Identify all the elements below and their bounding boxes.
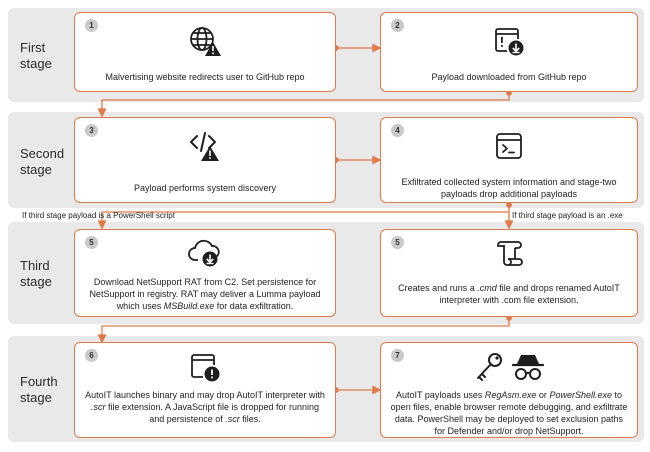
- step-number-badge: 7: [391, 349, 404, 362]
- terminal-window-icon: [495, 132, 523, 160]
- step-card-5-powershell: 5 Download NetSupport RAT from C2. Set p…: [74, 229, 336, 317]
- step-description: Exfiltrated collected system information…: [401, 177, 617, 199]
- branch-label-powershell: If third stage payload is a PowerShell s…: [22, 211, 175, 220]
- step-number-badge: 1: [85, 19, 98, 32]
- description-text: to open files, enable browser remote deb…: [390, 390, 628, 436]
- description-filename: PowerShell.exe: [549, 390, 612, 400]
- step-description: AutoIT launches binary and may drop Auto…: [83, 389, 327, 425]
- description-text: files.: [239, 414, 261, 424]
- globe-warning-icon: [188, 25, 222, 57]
- step-number-badge: 6: [85, 349, 98, 362]
- stage-label-second: Second stage: [20, 146, 65, 177]
- step-card-1: 1 Malvertising website redirects user to…: [74, 12, 336, 92]
- window-download-icon: [493, 25, 525, 57]
- step-number-badge: 5: [85, 236, 98, 249]
- step-card-6: 6 AutoIT launches binary and may drop Au…: [74, 342, 336, 438]
- description-text: file and drops renamed AutoIT interprete…: [439, 283, 620, 305]
- description-text: Download NetSupport RAT from C2. Set per…: [89, 277, 321, 311]
- step-description: Payload downloaded from GitHub repo: [431, 72, 587, 82]
- description-filename: MSBuild.exe: [163, 301, 215, 311]
- step-number-badge: 4: [391, 124, 404, 137]
- step-card-2: 2 Payload downloaded from GitHub repo: [380, 12, 638, 92]
- window-alert-icon: [189, 351, 221, 383]
- description-text: AutoIT launches binary and may drop Auto…: [85, 390, 325, 400]
- description-text: Creates and runs a: [398, 283, 478, 293]
- step-number-badge: 3: [85, 124, 98, 137]
- description-filename: RegAsm.exe: [484, 390, 537, 400]
- step-number-badge: 5: [391, 236, 404, 249]
- description-filename: .scr: [225, 414, 240, 424]
- script-scroll-icon: [494, 238, 524, 268]
- step-card-7: 7 AutoIT payloads uses RegAsm.exe or Pow…: [380, 342, 638, 438]
- stage-label-fourth: Fourth stage: [20, 374, 58, 405]
- description-filename: .scr: [90, 402, 106, 412]
- key-spy-icon: [473, 351, 545, 383]
- description-text: for data exfiltration.: [214, 301, 294, 311]
- description-text: AutoIT payloads uses: [396, 390, 485, 400]
- step-card-3: 3 Payload performs system discovery: [74, 117, 336, 203]
- step-description: AutoIT payloads uses RegAsm.exe or Power…: [389, 389, 629, 437]
- stage-label-third: Third stage: [20, 258, 52, 289]
- description-text: or: [536, 390, 550, 400]
- step-description: Download NetSupport RAT from C2. Set per…: [83, 276, 327, 312]
- description-filename: .cmd: [477, 283, 497, 293]
- step-description: Payload performs system discovery: [133, 183, 277, 193]
- step-description: Malvertising website redirects user to G…: [105, 72, 305, 82]
- step-card-4: 4 Exfiltrated collected system informati…: [380, 117, 638, 203]
- step-card-5-exe: 5 Creates and runs a .cmd file and drops…: [380, 229, 638, 317]
- description-text: file extension. A JavaScript file is dro…: [105, 402, 320, 424]
- cloud-download-icon: [187, 238, 223, 268]
- branch-label-exe: If third stage payload is an .exe: [512, 211, 623, 220]
- step-number-badge: 2: [391, 19, 404, 32]
- step-description: Creates and runs a .cmd file and drops r…: [389, 282, 629, 306]
- code-warning-icon: [190, 130, 220, 162]
- stage-label-first: First stage: [20, 40, 52, 71]
